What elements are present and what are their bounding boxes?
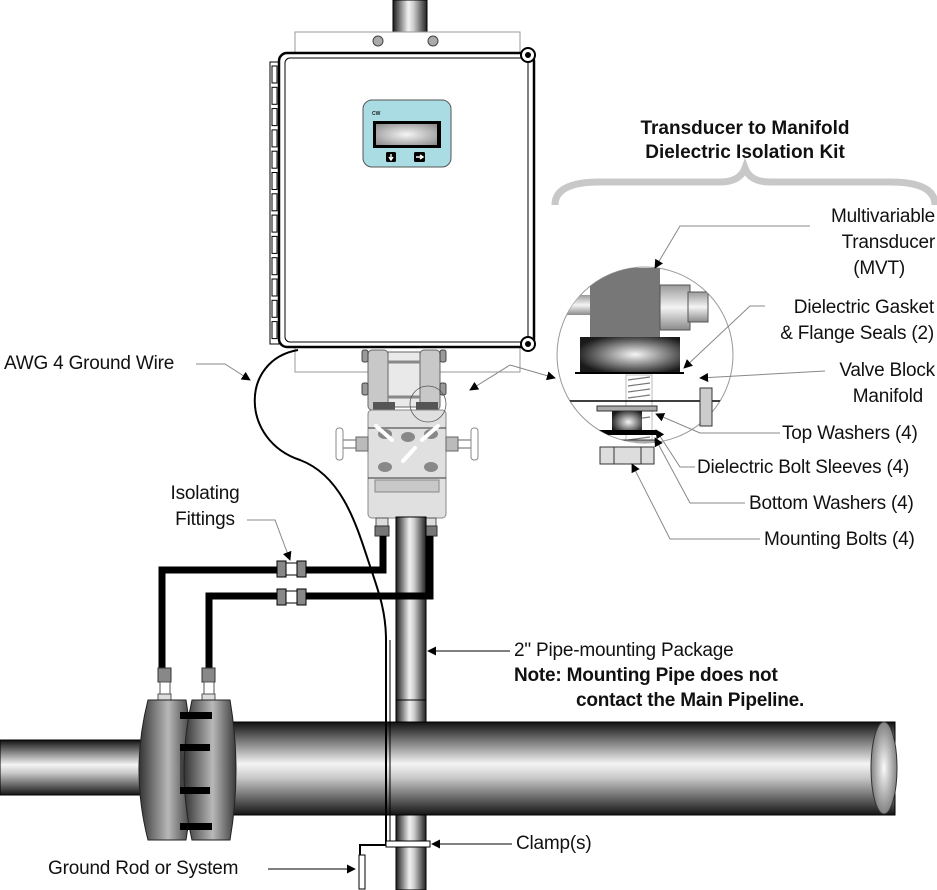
hinge-slot: [271, 172, 278, 190]
label-mounting-bolts: Mounting Bolts (4): [764, 529, 915, 550]
display-brand-logo: CW: [372, 111, 381, 117]
hinge-slot: [271, 65, 278, 84]
note-line1: Mounting Pipe does not: [566, 665, 778, 686]
kit-title: Transducer to Manifold Dielectric Isolat…: [590, 117, 900, 165]
pipeline-flange: [138, 699, 237, 841]
kit-brace: [551, 157, 937, 206]
label-manifold-line2: Manifold: [852, 386, 923, 407]
main-pipeline: [0, 721, 898, 816]
isolating-fitting: [276, 560, 307, 578]
label-mvt-line2: Transducer: [841, 232, 936, 253]
label-pipe-package: 2" Pipe-mounting Package: [514, 640, 734, 661]
label-bottom-washers: Bottom Washers (4): [749, 493, 914, 514]
ground-wire: [253, 349, 387, 855]
label-isolating-fittings: Isolating Fittings: [160, 481, 250, 533]
impulse-tubing: [158, 536, 434, 668]
label-mvt-line1: Multivariable: [830, 206, 935, 227]
transducer-mvt: [361, 349, 447, 412]
label-ground-rod: Ground Rod or System: [48, 858, 239, 879]
enclosure: [277, 51, 536, 349]
hinge-slot: [271, 129, 278, 148]
hinge-slot: [271, 321, 278, 340]
detail-view: [556, 266, 734, 465]
hinge-slot: [271, 214, 278, 233]
detail-magnifier: [409, 385, 447, 423]
plate-bolt: [372, 35, 384, 47]
latch-icon: [520, 47, 536, 63]
hinge-slot: [271, 193, 278, 212]
hinge-slot: [271, 257, 278, 276]
display-panel: CW: [362, 99, 452, 168]
hinge-slot: [271, 299, 278, 318]
hinge-slot: [271, 235, 278, 254]
label-mvt: Multivariable Transducer (MVT): [770, 204, 935, 282]
label-clamps: Clamp(s): [516, 833, 592, 854]
kit-title-line2: Dielectric Isolation Kit: [645, 142, 845, 163]
ground-rod: [358, 854, 366, 890]
plate-bolt: [427, 35, 439, 47]
label-gasket-line2: & Flange Seals (2): [780, 323, 934, 344]
label-manifold-line1: Valve Block: [839, 360, 935, 381]
hinge-slot: [271, 108, 278, 127]
hinge-slot: [271, 278, 278, 297]
label-manifold: Valve Block Manifold: [800, 358, 935, 410]
enclosure-hinges: [269, 61, 280, 345]
label-top-washers: Top Washers (4): [782, 423, 918, 444]
label-isolating-line1: Isolating: [170, 483, 240, 504]
label-isolating-line2: Fittings: [175, 509, 235, 530]
down-arrow-icon: [388, 154, 394, 162]
arrow-lines: [268, 646, 512, 874]
label-gasket: Dielectric Gasket & Flange Seals (2): [740, 295, 934, 347]
note-line2: contact the Main Pipeline.: [576, 690, 805, 711]
label-bolt-sleeves: Dielectric Bolt Sleeves (4): [697, 457, 910, 478]
pipe-clamp: [385, 840, 431, 848]
latch-icon: [520, 336, 536, 352]
leader-lines: [196, 225, 826, 561]
isolating-fitting: [276, 588, 307, 606]
valve-block-manifold: [335, 409, 479, 537]
note-label: Note:: [514, 665, 562, 686]
kit-title-line1: Transducer to Manifold: [640, 118, 850, 139]
label-ground-wire: AWG 4 Ground Wire: [4, 353, 175, 374]
label-mvt-line3: (MVT): [853, 258, 905, 279]
right-arrow-icon: [416, 154, 425, 160]
label-gasket-line1: Dielectric Gasket: [793, 297, 934, 318]
hinge-slot: [271, 86, 278, 105]
hinge-slot: [271, 150, 278, 169]
label-note: Note: Mounting Pipe does not: [514, 663, 778, 689]
